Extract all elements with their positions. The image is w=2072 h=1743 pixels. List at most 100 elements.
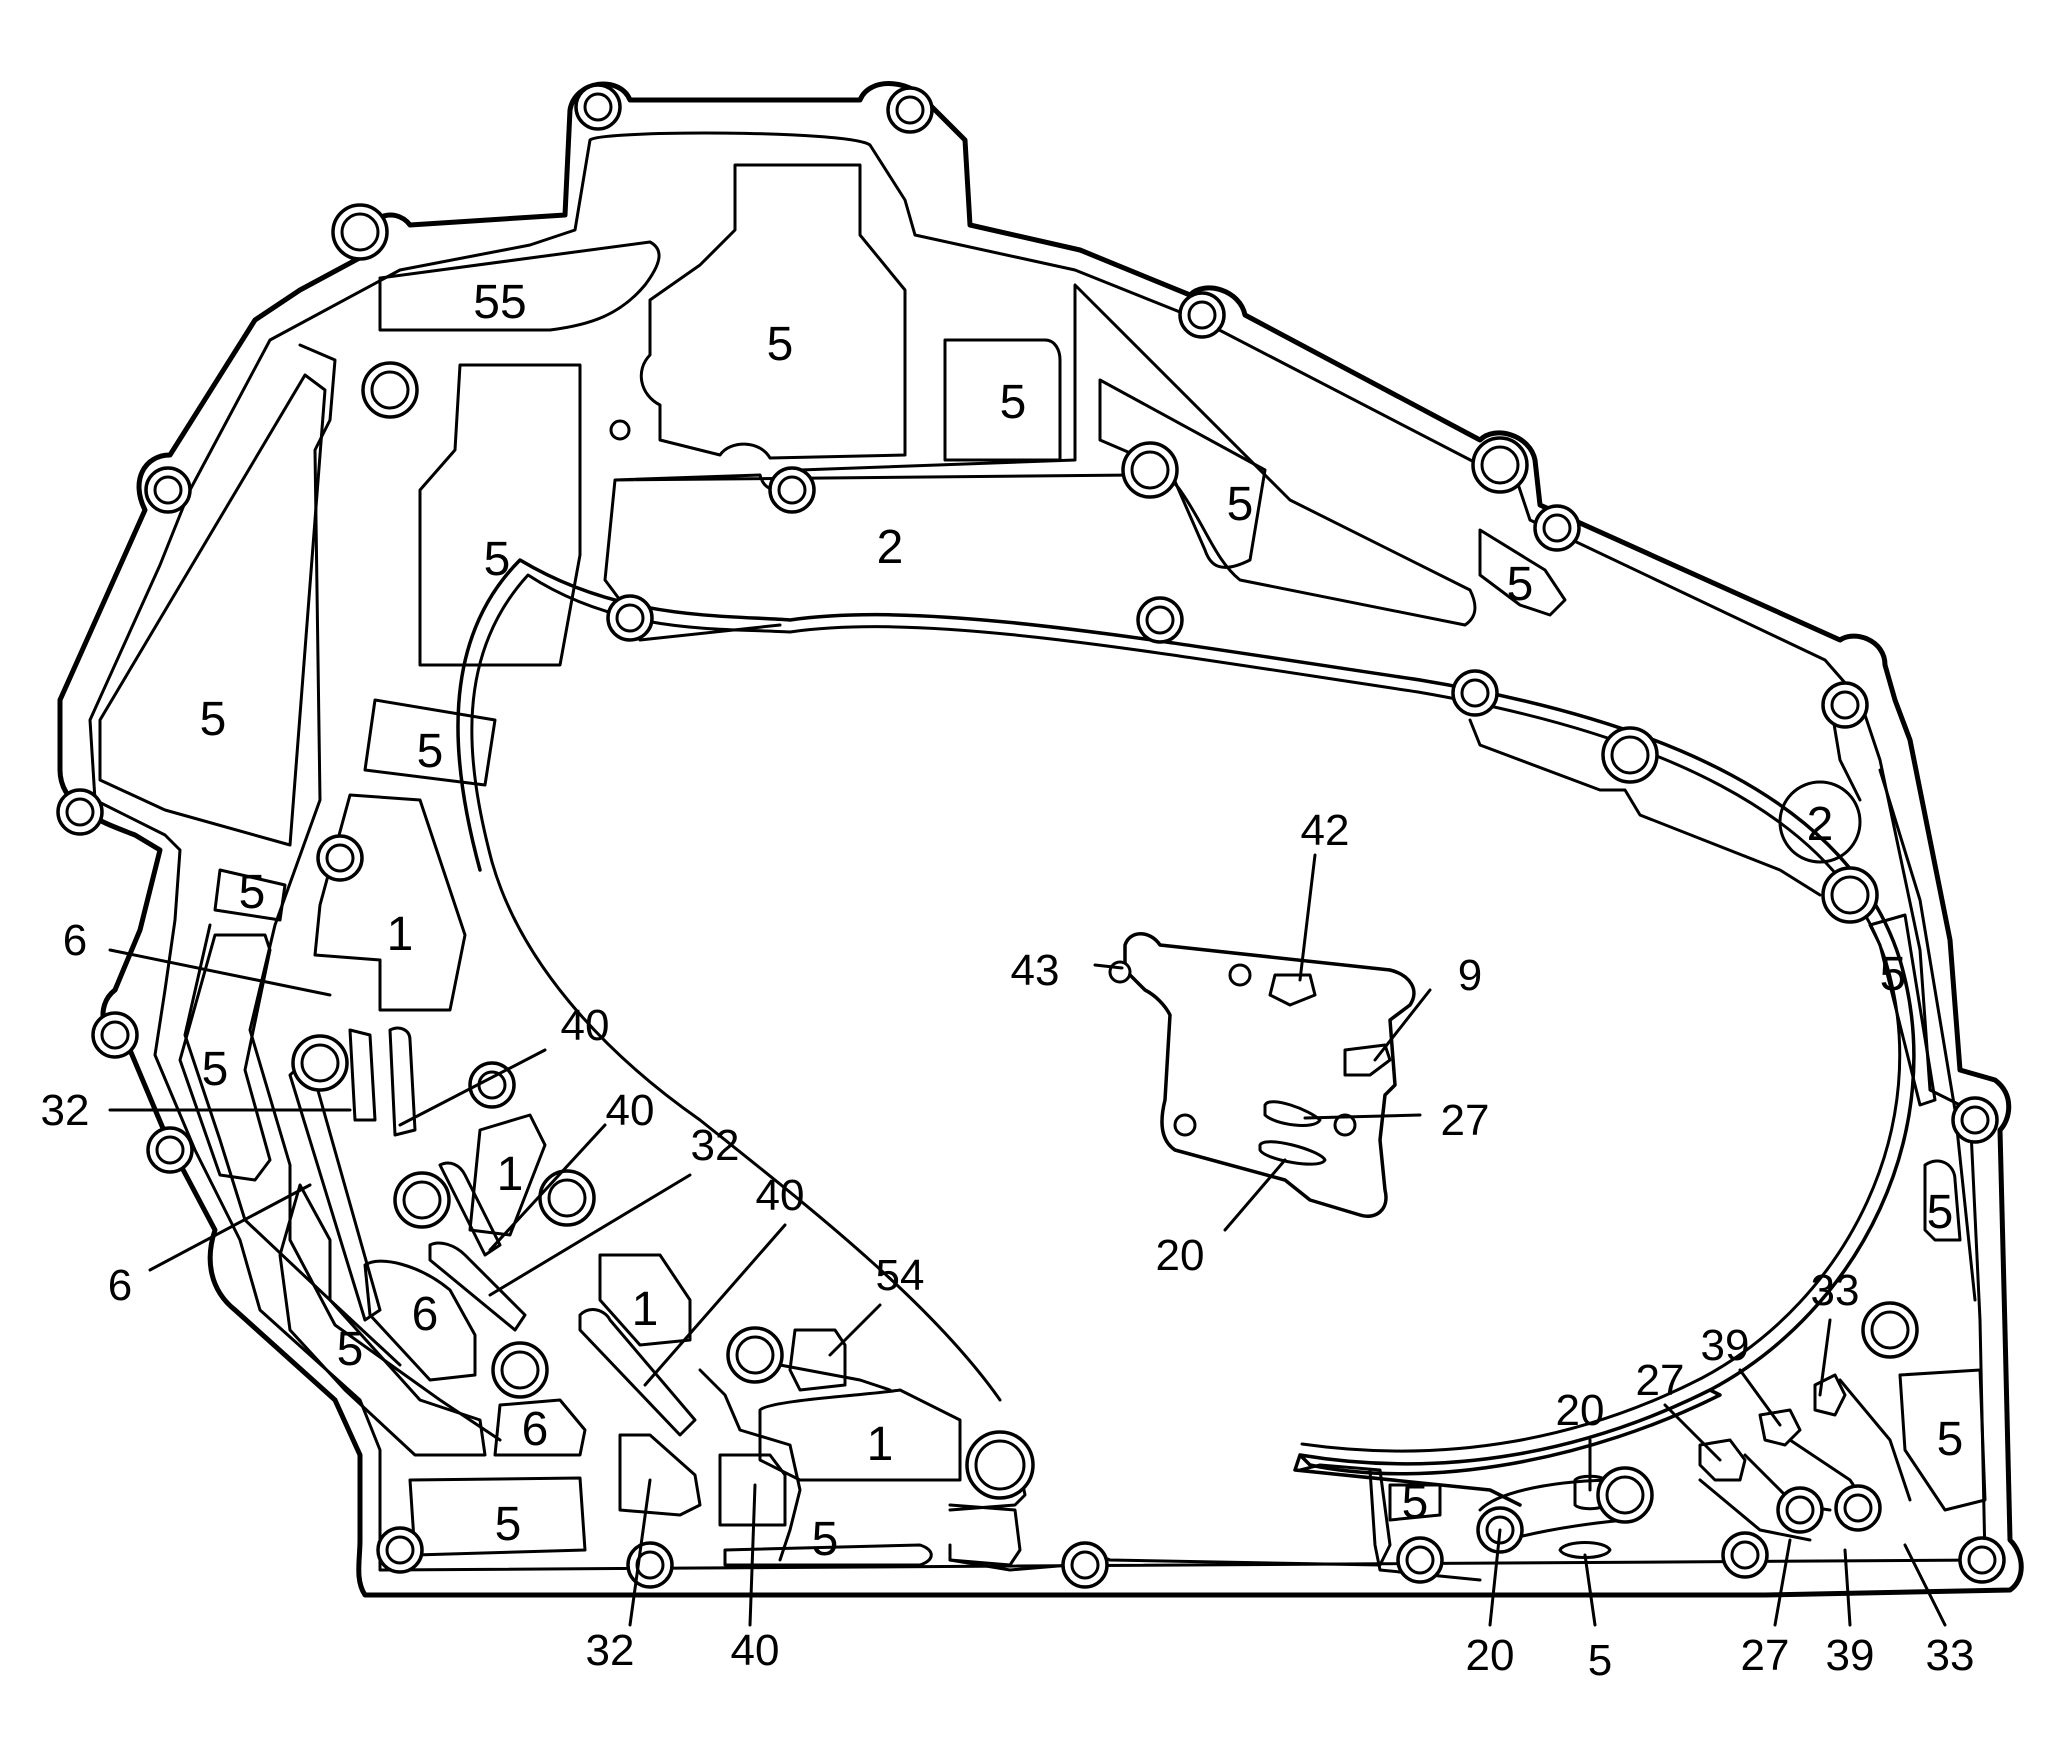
- part-label-5-bottom-left: 5: [495, 1498, 522, 1551]
- bottom-connector: [948, 1503, 1022, 1567]
- chamber-2-channel: [603, 283, 1477, 642]
- slot-9: [1343, 1043, 1392, 1077]
- bolt-hole: [1228, 963, 1252, 987]
- bolt-hole: [1396, 1536, 1444, 1584]
- callout-20-bottom: 20: [1466, 1631, 1515, 1680]
- bolt-hole: [965, 1430, 1035, 1500]
- chamber-5-top-center: [639, 163, 907, 460]
- chamber-5-small-left: [213, 868, 287, 922]
- part-label-5-slanted-right: 5: [1227, 478, 1254, 531]
- bolt-hole: [1173, 1113, 1197, 1137]
- chamber-1-mid: [468, 1113, 547, 1237]
- slot-32-mid: [428, 1241, 527, 1332]
- bolt-hole: [1136, 596, 1184, 644]
- bolt-hole: [609, 419, 631, 441]
- bolt-hole: [1121, 441, 1179, 499]
- leader-40-bottom: [748, 1483, 757, 1627]
- bolt-hole: [1776, 1486, 1824, 1534]
- bolt-hole: [393, 1171, 451, 1229]
- bolt-hole: [606, 594, 654, 642]
- chamber-1-upper: [313, 793, 467, 1012]
- bolt-hole: [538, 1169, 596, 1227]
- bolt-hole: [1861, 1301, 1919, 1359]
- chamber-55: [378, 240, 661, 332]
- part-label-5-right-notch: 5: [1507, 558, 1534, 611]
- bolt-hole: [1471, 436, 1529, 494]
- part-label-5-small-block: 5: [417, 725, 444, 778]
- chamber-5-right-notch: [1478, 528, 1567, 617]
- callout-33-bottom: 33: [1926, 1631, 1975, 1680]
- callout-27-center: 27: [1441, 1096, 1490, 1145]
- chamber-5-bottom-left: [408, 1476, 587, 1557]
- callout-20-center: 20: [1156, 1231, 1205, 1280]
- callout-42: 42: [1301, 806, 1350, 855]
- slot-5-bottom-right: [1558, 1541, 1612, 1559]
- bolt-hole: [91, 1011, 139, 1059]
- bolt-hole: [1178, 291, 1226, 339]
- chamber-5-slanted: [1098, 378, 1267, 569]
- part-label-5-top-small: 5: [1000, 376, 1027, 429]
- bolt-hole: [574, 83, 622, 131]
- slot-5-bottom: [723, 1543, 933, 1567]
- callout-20-upper-right: 20: [1556, 1386, 1605, 1435]
- bolt-hole: [1834, 1484, 1882, 1532]
- leader-6-lower: [148, 1183, 312, 1272]
- left-channel-1: [248, 343, 502, 1442]
- bolt-hole: [886, 86, 934, 134]
- bolt-hole: [468, 1061, 516, 1109]
- part-label-5-top-center: 5: [767, 318, 794, 371]
- leader-40-upper: [398, 1048, 547, 1127]
- bolt-hole: [1721, 1531, 1769, 1579]
- bolt-hole: [626, 1541, 674, 1589]
- leader-lines: [108, 853, 1947, 1627]
- part-label-5-right-edge: 5: [1880, 948, 1907, 1001]
- part-label-6-a: 6: [412, 1288, 439, 1341]
- bolt-hole: [291, 1034, 349, 1092]
- callout-33-upper-right: 33: [1811, 1266, 1860, 1315]
- chamber-6-a: [363, 1259, 477, 1382]
- bolt-hole: [1108, 960, 1132, 984]
- callout-43: 43: [1011, 946, 1060, 995]
- channel-bottom-mid-2: [778, 1363, 892, 1392]
- part-label-5-lower-left: 5: [337, 1323, 364, 1376]
- leader-40-lower: [643, 1223, 787, 1387]
- leader-39-upper-right: [1738, 1368, 1782, 1427]
- callout-39-bottom: 39: [1826, 1631, 1875, 1680]
- bolt-hole: [726, 1326, 784, 1384]
- callout-40-bottom: 40: [731, 1626, 780, 1675]
- leader-33-bottom: [1903, 1543, 1947, 1627]
- slot-33-upper: [1813, 1373, 1847, 1417]
- part-label-2-circle: 2: [1807, 798, 1834, 851]
- leader-5-bottom: [1583, 1553, 1597, 1627]
- part-label-1-center: 1: [632, 1283, 659, 1336]
- bolt-hole: [1533, 504, 1581, 552]
- chamber-5-right-small: [1923, 1159, 1962, 1242]
- part-label-5-left-lower: 5: [202, 1043, 229, 1096]
- bolt-hole: [1951, 1096, 1999, 1144]
- chamber-1-bottom: [758, 1388, 962, 1482]
- callout-39-upper-right: 39: [1701, 1321, 1750, 1370]
- channel-bottom-mid: [698, 1368, 802, 1562]
- bolt-hole: [491, 1341, 549, 1399]
- bolt-hole: [1601, 726, 1659, 784]
- chamber-5-bottom-right-box: [1388, 1483, 1442, 1522]
- callout-9: 9: [1458, 951, 1482, 1000]
- chamber-6-b: [493, 1398, 587, 1457]
- part-label-55: 55: [473, 276, 526, 329]
- central-opening: [456, 558, 1916, 1507]
- slot-20-center: [1258, 1140, 1327, 1166]
- gasket-outer-outline: [57, 81, 2024, 1598]
- chamber-5-right-edge: [1868, 913, 1937, 1107]
- slot-40-lower: [578, 1308, 697, 1437]
- callout-32-mid: 32: [691, 1121, 740, 1170]
- leader-43: [1093, 963, 1124, 970]
- slot-39-upper: [1758, 1408, 1802, 1447]
- leader-6-upper: [108, 948, 332, 997]
- bolt-hole: [376, 1526, 424, 1574]
- slot-27-center: [1263, 1100, 1322, 1127]
- bolt-hole: [768, 466, 816, 514]
- leader-40-mid: [488, 1123, 607, 1252]
- part-label-5-bottom-slot: 5: [812, 1513, 839, 1566]
- bolt-hole: [1958, 1536, 2006, 1584]
- callout-27-bottom: 27: [1741, 1631, 1790, 1680]
